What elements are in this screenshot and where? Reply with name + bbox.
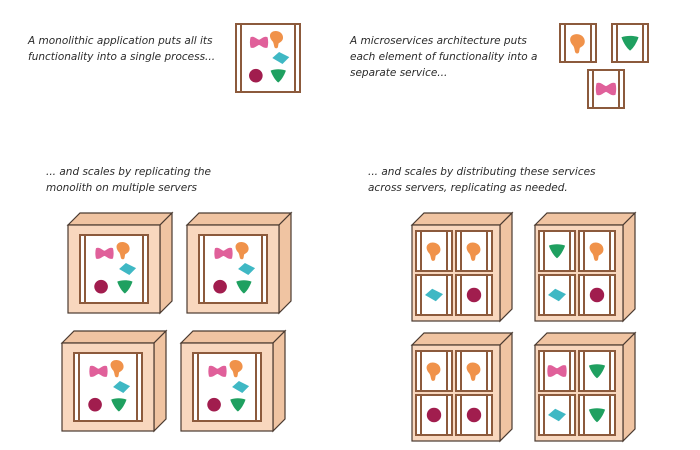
monolith-caption: A monolithic application puts all its fu… (28, 35, 216, 63)
orange-blob-icon (426, 362, 441, 381)
monolith-server (60, 329, 168, 433)
orange-blob-icon (589, 242, 604, 261)
monolith-process (235, 23, 301, 93)
teal-diamond-icon (113, 381, 131, 393)
microservice-process (415, 274, 453, 316)
microservice-process (578, 394, 616, 436)
orange-blob-icon (426, 242, 441, 261)
microservice-process (415, 230, 453, 272)
pink-bowtie-icon (214, 247, 233, 259)
pink-bowtie-icon (89, 365, 108, 377)
microservice-process (578, 230, 616, 272)
monolith-server (185, 211, 293, 315)
orange-blob-icon (570, 34, 585, 54)
microservices-scaling-caption: ... and scales by distributing these ser… (368, 166, 596, 194)
maroon-circle-icon (213, 279, 227, 294)
microservice-process (455, 274, 493, 316)
green-triangle-icon (588, 408, 606, 423)
maroon-circle-icon (88, 397, 102, 412)
orange-blob-icon (466, 362, 481, 381)
microservice-process (538, 394, 576, 436)
green-triangle-icon (236, 280, 252, 294)
monolith-scaling-caption: ... and scales by replicating the monoli… (46, 166, 211, 194)
teal-diamond-icon (232, 381, 250, 393)
green-triangle-icon (230, 398, 246, 412)
maroon-circle-icon (94, 279, 108, 294)
teal-diamond-icon (272, 52, 290, 64)
microservice-server (410, 331, 514, 443)
orange-blob-icon (269, 30, 284, 49)
microservice-process (559, 23, 597, 63)
microservice-server (410, 211, 514, 323)
monolith-process (198, 234, 268, 304)
microservice-process (538, 274, 576, 316)
microservice-process (415, 350, 453, 392)
microservice-process (578, 350, 616, 392)
monolith-server (66, 211, 174, 315)
microservice-process (538, 350, 576, 392)
microservice-server (533, 211, 637, 323)
green-triangle-icon (117, 280, 133, 294)
green-triangle-icon (270, 69, 286, 83)
microservices-caption: A microservices architecture puts each e… (350, 35, 538, 79)
microservice-process (578, 274, 616, 316)
monolith-process (79, 234, 149, 304)
microservice-process (611, 23, 649, 63)
monolith-server (179, 329, 287, 433)
pink-bowtie-icon (595, 82, 617, 96)
orange-blob-icon (466, 242, 481, 261)
microservice-process (538, 230, 576, 272)
green-triangle-icon (621, 35, 639, 51)
orange-blob-icon (235, 241, 249, 260)
maroon-circle-icon (466, 407, 482, 423)
microservice-process (455, 350, 493, 392)
teal-diamond-icon (119, 263, 137, 275)
pink-bowtie-icon (547, 365, 567, 377)
teal-diamond-icon (548, 288, 566, 302)
microservice-server (533, 331, 637, 443)
teal-diamond-icon (425, 288, 443, 302)
green-triangle-icon (111, 398, 127, 412)
microservice-process (455, 230, 493, 272)
orange-blob-icon (116, 241, 130, 260)
microservice-process (415, 394, 453, 436)
monolith-process (73, 352, 143, 422)
pink-bowtie-icon (208, 365, 227, 377)
green-triangle-icon (548, 244, 566, 259)
maroon-circle-icon (466, 287, 482, 303)
maroon-circle-icon (249, 68, 263, 83)
green-triangle-icon (588, 364, 606, 379)
pink-bowtie-icon (249, 36, 269, 48)
teal-diamond-icon (238, 263, 256, 275)
orange-blob-icon (110, 359, 124, 378)
microservice-process (455, 394, 493, 436)
maroon-circle-icon (426, 407, 442, 423)
teal-diamond-icon (548, 408, 566, 422)
pink-bowtie-icon (95, 247, 114, 259)
orange-blob-icon (229, 359, 243, 378)
microservice-process (587, 69, 625, 109)
maroon-circle-icon (207, 397, 221, 412)
monolith-process (192, 352, 262, 422)
maroon-circle-icon (589, 287, 605, 303)
